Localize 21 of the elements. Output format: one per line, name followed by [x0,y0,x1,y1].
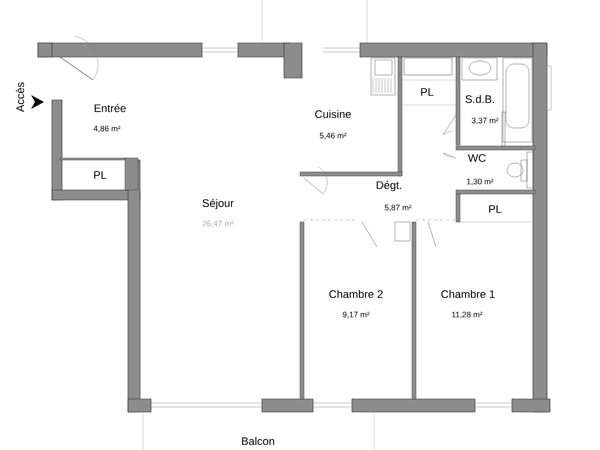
room-name: Cuisine [315,110,351,118]
room-name: Séjour [202,198,234,210]
room-name: S.d.B. [466,94,494,104]
closet-label: PL [421,88,434,96]
closet-label: PL [94,171,106,179]
room-area: 9,17 m² [342,312,370,318]
room-area: 4,86 m² [94,126,120,132]
room-area: 26,47 m² [202,220,234,228]
closet-label: PL [489,205,502,213]
room-area: 1,30 m² [467,178,494,186]
room-area: 5,46 m² [320,132,346,140]
room-name: WC [468,154,486,162]
room-area: 3,37 m² [472,118,498,124]
room-area: 11,28 m² [452,312,482,318]
room-name: Balcon [242,436,274,446]
room-name: Dégt. [376,180,402,192]
room-name: Chambre 2 [329,290,383,298]
room-area: 5,87 m² [384,204,412,212]
room-name: Chambre 1 [441,290,495,298]
access-label: Accès [16,82,24,112]
room-name: Entrée [94,104,126,112]
